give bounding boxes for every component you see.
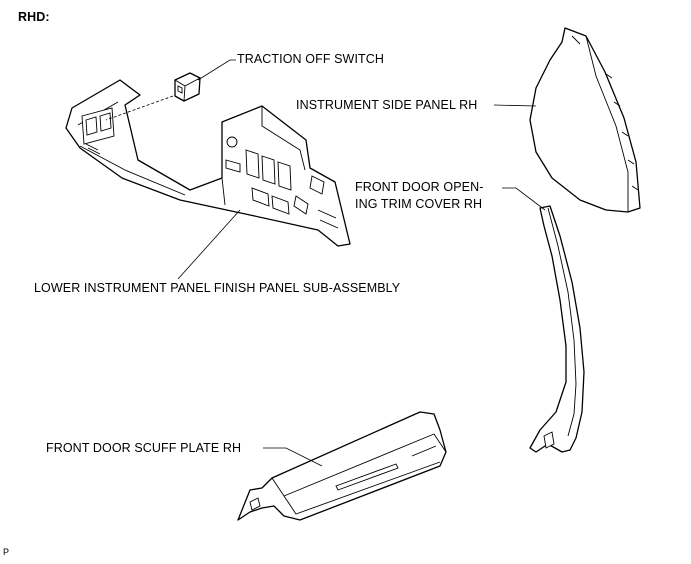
leader-front-door-opening-trim-cover bbox=[502, 187, 546, 211]
corner-code: P bbox=[3, 547, 10, 557]
traction-off-switch-drawing bbox=[105, 72, 201, 121]
label-traction-off-switch: TRACTION OFF SWITCH bbox=[237, 52, 385, 66]
label-front-door-scuff-plate-rh: FRONT DOOR SCUFF PLATE RH bbox=[46, 441, 242, 455]
leader-instrument-side-panel bbox=[493, 104, 537, 107]
instrument-side-panel-drawing bbox=[529, 27, 641, 213]
front-door-scuff-plate-drawing bbox=[237, 411, 447, 521]
view-label: RHD: bbox=[18, 10, 50, 24]
leader-traction-off-switch bbox=[197, 59, 236, 81]
label-instrument-side-panel-rh: INSTRUMENT SIDE PANEL RH bbox=[296, 98, 478, 112]
lower-instrument-panel-finish-panel-drawing bbox=[65, 79, 351, 247]
leader-lower-instrument-panel bbox=[177, 209, 241, 280]
label-front-door-opening-trim-cover-line1: FRONT DOOR OPEN- bbox=[355, 180, 484, 194]
leader-front-door-scuff-plate bbox=[263, 447, 323, 467]
front-door-opening-trim-cover-drawing bbox=[529, 205, 585, 453]
label-front-door-opening-trim-cover-line2: ING TRIM COVER RH bbox=[355, 197, 483, 211]
label-lower-instrument-panel-finish-panel: LOWER INSTRUMENT PANEL FINISH PANEL SUB-… bbox=[34, 281, 401, 295]
